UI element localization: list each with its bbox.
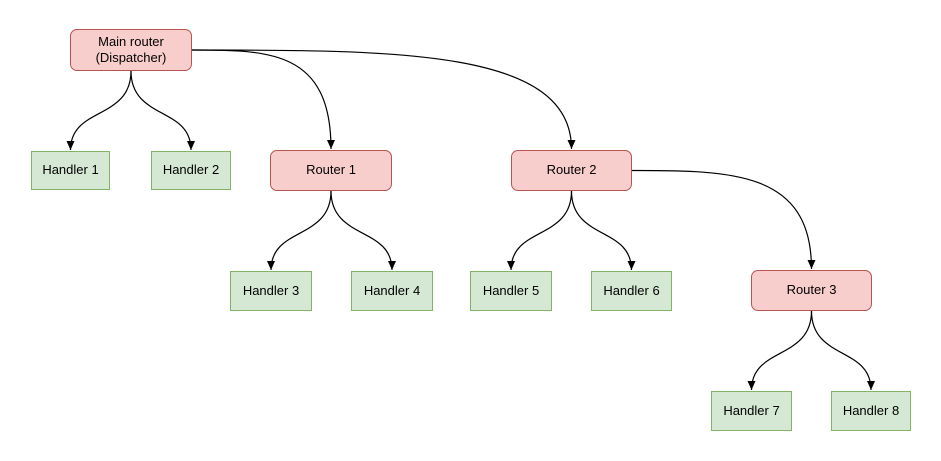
node-router-2: Router 2 (511, 150, 632, 191)
edge-router-2-to-handler-5 (507, 190, 573, 271)
edge-main-router-to-handler-1 (66, 70, 132, 151)
node-handler-3: Handler 3 (230, 271, 312, 311)
node-handler-4: Handler 4 (351, 271, 433, 311)
node-router-3: Router 3 (751, 270, 872, 311)
node-router-1: Router 1 (270, 150, 392, 191)
edge-main-router-to-router-2 (191, 49, 576, 150)
edge-router-2-to-router-3 (631, 169, 816, 270)
node-handler-8: Handler 8 (831, 391, 911, 431)
node-handler-5: Handler 5 (470, 271, 552, 311)
edge-router-1-to-handler-3 (267, 190, 332, 271)
edge-main-router-to-router-1 (191, 49, 335, 150)
node-handler-7: Handler 7 (711, 391, 792, 431)
node-main-router: Main router (Dispatcher) (70, 29, 192, 71)
edge-router-1-to-handler-4 (330, 190, 396, 271)
edge-router-2-to-handler-6 (570, 190, 636, 271)
edge-group (66, 49, 875, 391)
node-handler-6: Handler 6 (591, 271, 672, 311)
node-handler-1: Handler 1 (31, 151, 110, 190)
edge-main-router-to-handler-2 (130, 70, 195, 151)
edge-router-3-to-handler-8 (810, 310, 875, 391)
node-handler-2: Handler 2 (151, 151, 231, 190)
edge-router-3-to-handler-7 (747, 310, 813, 391)
